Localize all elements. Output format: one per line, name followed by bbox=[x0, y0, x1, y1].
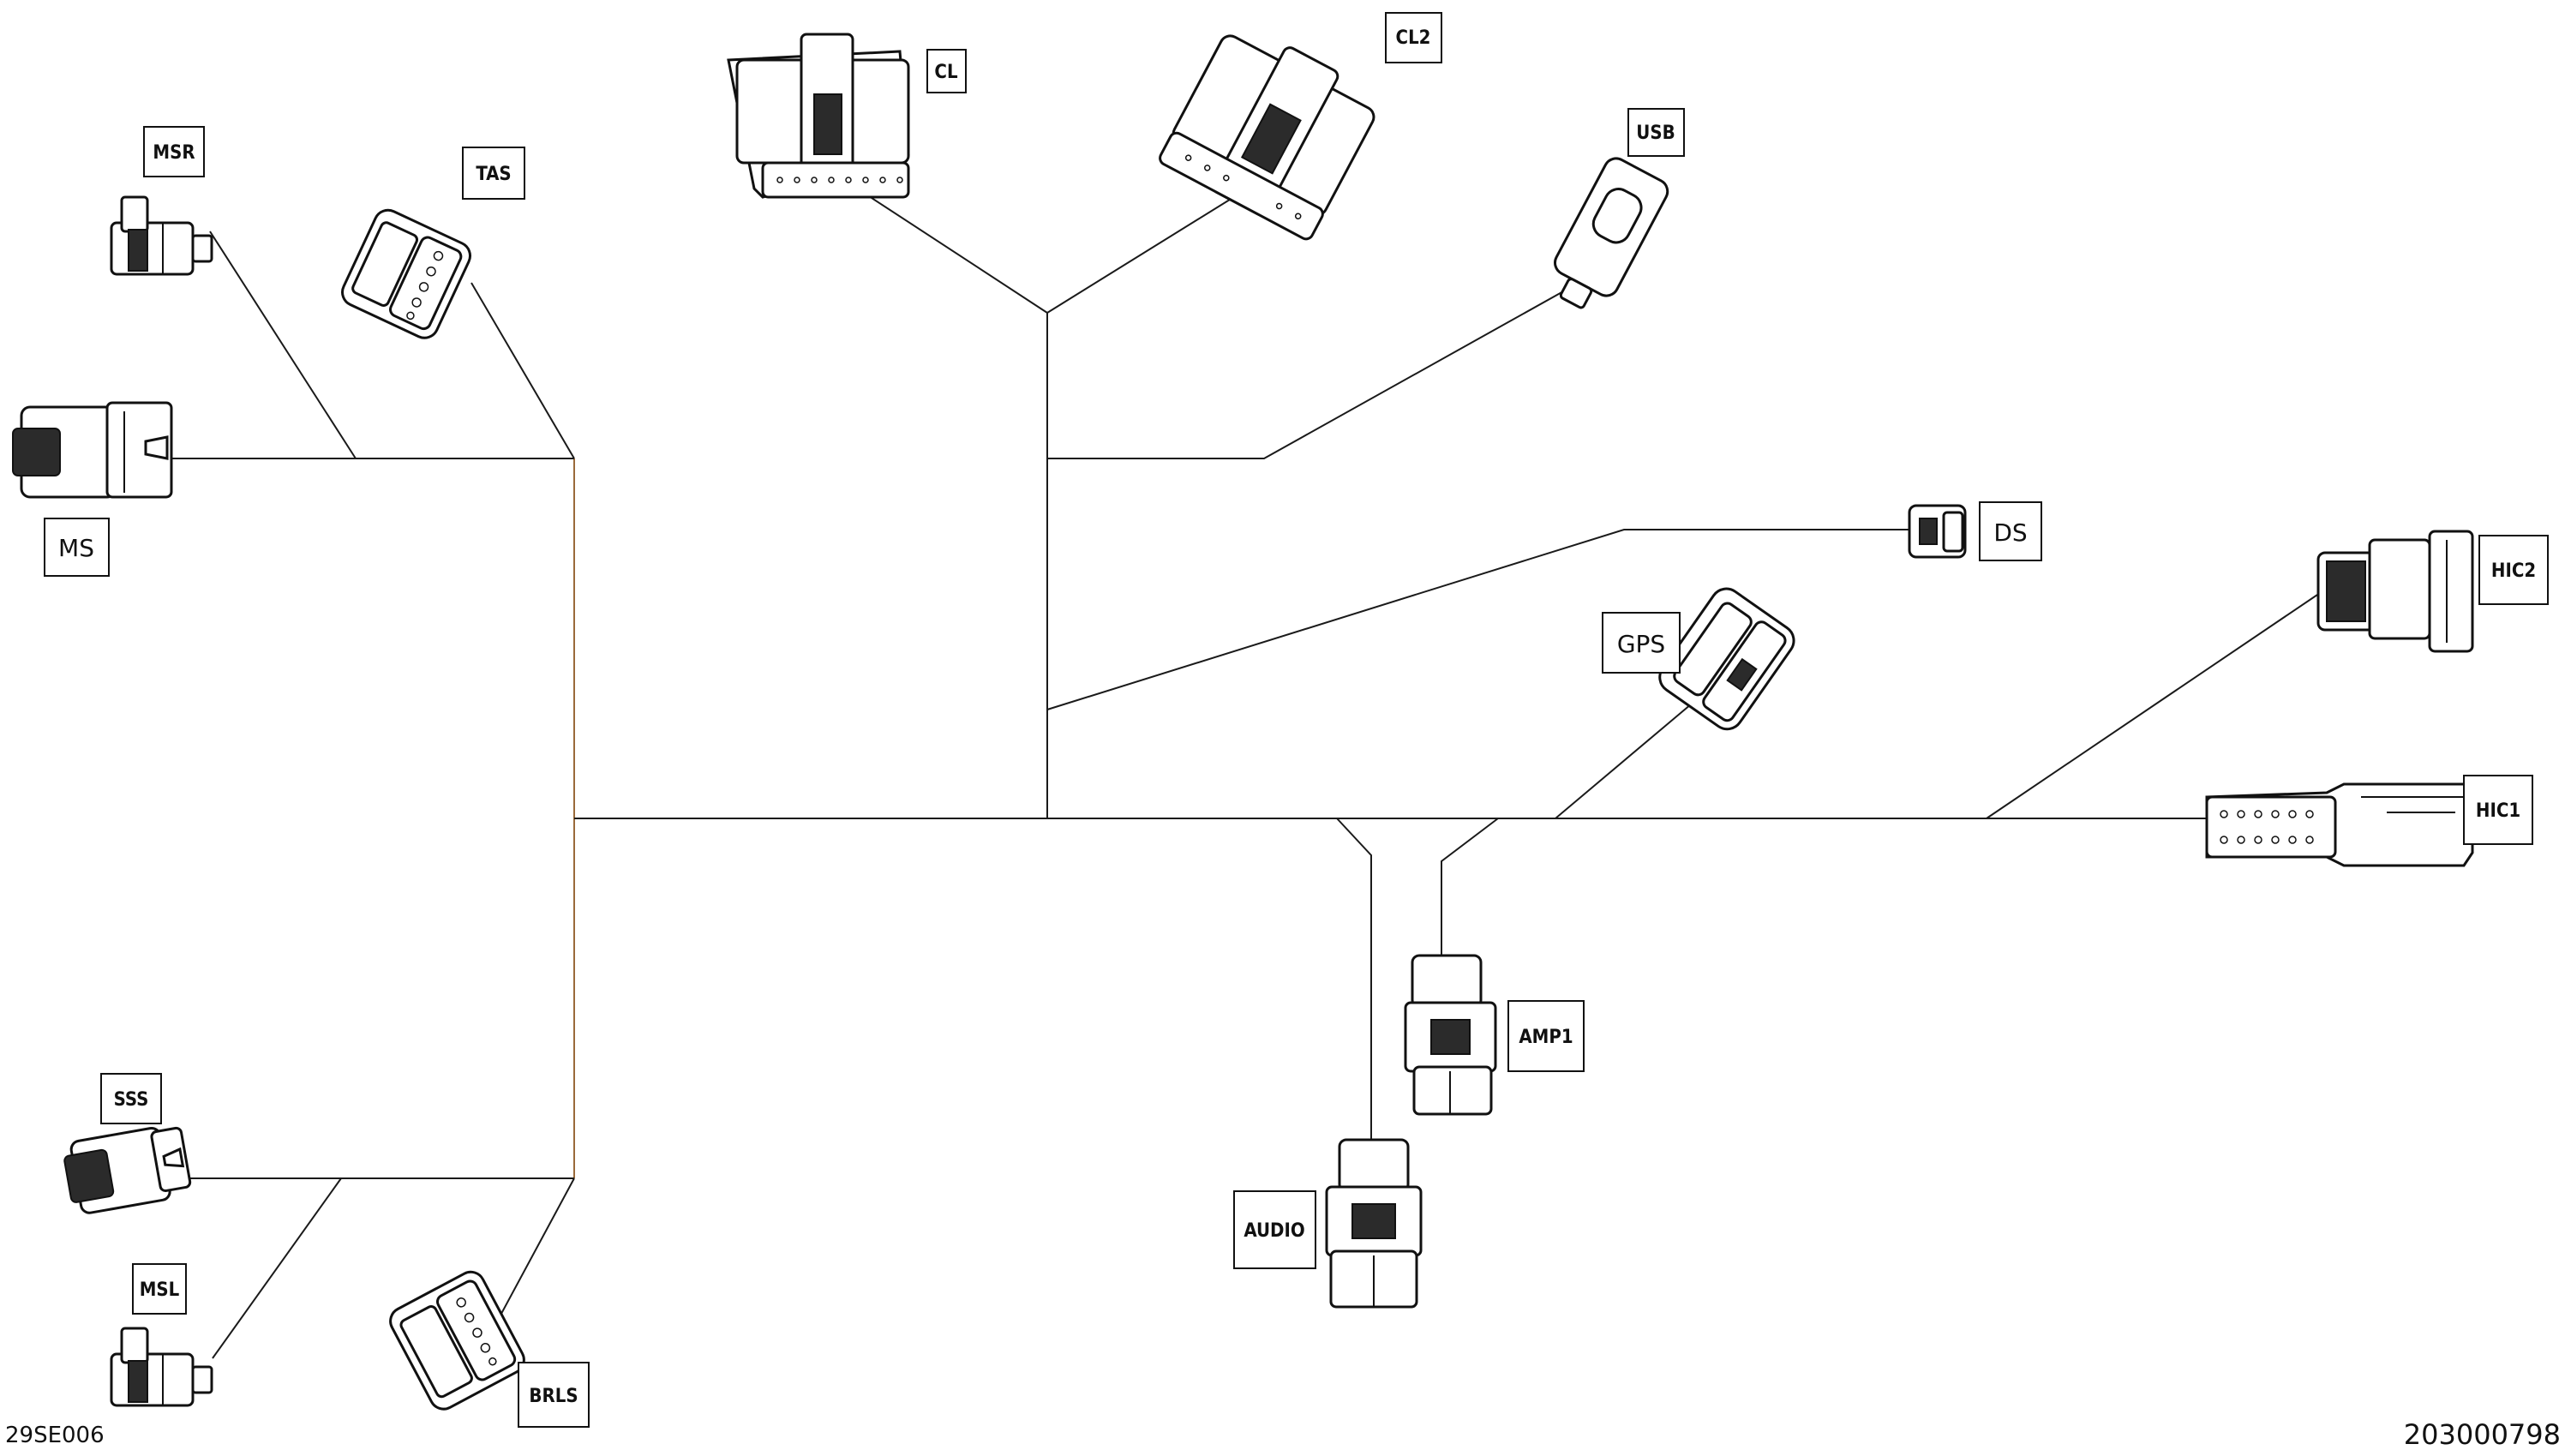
label-cl2: CL2 bbox=[1385, 12, 1442, 63]
label-cl-text: CL bbox=[934, 62, 958, 83]
connector-labels: MSR TAS MS CL CL2 USB DS GPS bbox=[44, 12, 2549, 1428]
label-cl2-text: CL2 bbox=[1396, 27, 1431, 49]
connector-usb bbox=[1554, 157, 1669, 309]
label-audio-text: AUDIO bbox=[1244, 1220, 1304, 1242]
cl-pins bbox=[776, 177, 903, 183]
label-sss: SSS bbox=[100, 1073, 162, 1124]
label-gps: GPS bbox=[1602, 612, 1681, 674]
label-hic1-text: HIC1 bbox=[2476, 800, 2520, 822]
label-usb-text: USB bbox=[1636, 123, 1675, 144]
label-hic1: HIC1 bbox=[2463, 775, 2533, 845]
harness-wires bbox=[146, 175, 2323, 1359]
wire-hic2 bbox=[1986, 590, 2323, 819]
label-sss-text: SSS bbox=[114, 1089, 149, 1111]
connector-ds bbox=[1908, 504, 1967, 559]
label-ds: DS bbox=[1979, 501, 2042, 561]
label-brls: BRLS bbox=[518, 1362, 590, 1428]
label-ms-text: MS bbox=[58, 534, 94, 562]
label-amp1: AMP1 bbox=[1507, 1000, 1585, 1072]
label-tas: TAS bbox=[462, 147, 525, 200]
connector-gps bbox=[1658, 587, 1795, 731]
connector-msl bbox=[110, 1327, 213, 1407]
label-msr-text: MSR bbox=[153, 142, 195, 164]
connector-hic1 bbox=[2205, 782, 2474, 867]
wire-tas bbox=[470, 282, 575, 459]
label-hic2-text: HIC2 bbox=[2491, 560, 2536, 582]
label-gps-text: GPS bbox=[1617, 630, 1665, 658]
connector-audio bbox=[1325, 1138, 1423, 1309]
connector-cl bbox=[727, 33, 910, 199]
label-brls-text: BRLS bbox=[529, 1386, 578, 1407]
label-hic2: HIC2 bbox=[2478, 535, 2549, 605]
wire-amp1 bbox=[1441, 818, 1499, 956]
label-amp1-text: AMP1 bbox=[1519, 1027, 1573, 1048]
wire-audio bbox=[1336, 818, 1372, 1141]
label-ds-text: DS bbox=[1993, 518, 2027, 547]
connector-hic2 bbox=[2316, 530, 2474, 653]
label-tas-text: TAS bbox=[476, 164, 511, 185]
wire-ds bbox=[1046, 529, 1911, 710]
hic1-pins bbox=[2220, 810, 2314, 844]
label-cl: CL bbox=[926, 49, 967, 93]
label-usb: USB bbox=[1627, 108, 1685, 157]
wire-cl bbox=[843, 179, 1048, 314]
label-msr: MSR bbox=[143, 126, 205, 177]
connector-tas bbox=[341, 208, 471, 339]
connector-brls bbox=[389, 1270, 525, 1411]
label-ms: MS bbox=[44, 518, 110, 577]
figure-code-left: 29SE006 bbox=[5, 1423, 105, 1448]
label-audio: AUDIO bbox=[1233, 1190, 1316, 1269]
wire-msr bbox=[209, 231, 357, 459]
label-msl: MSL bbox=[132, 1263, 187, 1315]
connector-ms bbox=[12, 401, 173, 499]
connector-msr bbox=[110, 195, 213, 276]
wire-usb bbox=[1047, 273, 1595, 459]
label-msl-text: MSL bbox=[140, 1279, 180, 1301]
connector-cl2 bbox=[1159, 34, 1375, 241]
part-number-right: 203000798 bbox=[2403, 1418, 2561, 1451]
connector-sss bbox=[63, 1126, 192, 1214]
connector-amp1 bbox=[1404, 954, 1497, 1116]
wire-msl bbox=[212, 1177, 342, 1359]
